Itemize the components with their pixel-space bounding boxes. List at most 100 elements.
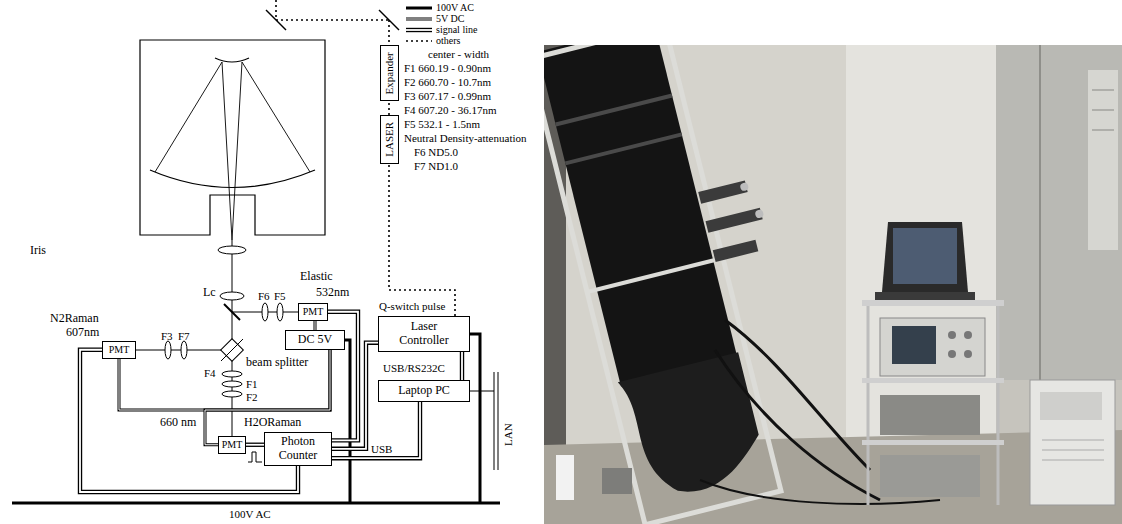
pc-box: Laptop PC: [378, 380, 470, 402]
telescope-tube: [544, 45, 737, 387]
connector-line: [314, 321, 317, 331]
legend-sample: [406, 41, 432, 42]
beam-path: [275, 0, 277, 19]
ac-line: [345, 340, 350, 503]
cart-leg: [997, 300, 1000, 505]
connector-label: USB/RS232C: [382, 362, 446, 375]
pulse-symbol: [248, 452, 262, 462]
bottle: [556, 455, 574, 500]
part-name: Lc: [203, 286, 216, 300]
connector-line: [389, 164, 455, 316]
beam-path: [388, 20, 390, 44]
controller-box: Laser Controller: [378, 316, 470, 352]
connector: [205, 350, 330, 445]
legend-line-core: [406, 29, 432, 31]
expander-box: Expander: [380, 45, 399, 101]
beam-path: [276, 19, 389, 21]
connector-label: USB: [370, 443, 393, 456]
box-label: Expander: [383, 52, 396, 94]
filter: [165, 341, 171, 359]
photo: [544, 45, 1122, 524]
knob: [739, 182, 749, 192]
connector-line: [332, 402, 420, 458]
filter-name: F2: [246, 391, 258, 404]
tube-band: [556, 96, 672, 125]
secondary-mirror: [215, 58, 249, 62]
mirror: [379, 10, 399, 30]
cart-shelf: [862, 378, 1004, 383]
box-label: PMT: [106, 344, 132, 356]
filter-name: F4: [204, 367, 216, 380]
ac-line: [470, 334, 480, 503]
connector: [119, 350, 330, 410]
legend-line: [406, 28, 432, 32]
vent: [1042, 440, 1104, 441]
table-heading: center - width: [428, 48, 489, 61]
lan-line: [470, 391, 494, 392]
filter: [222, 371, 242, 377]
legend-line: [406, 7, 432, 10]
device: [602, 468, 632, 494]
filter-name: F6: [258, 290, 270, 303]
connector: [389, 164, 455, 316]
laptop-display: [893, 228, 957, 284]
channel-name: H2ORaman: [244, 416, 301, 430]
frame-rail: [587, 258, 723, 292]
light-ray: [232, 62, 242, 240]
channel-name: Elastic: [300, 270, 333, 284]
connector-line-core: [332, 343, 378, 449]
box-label: PMT: [302, 306, 324, 318]
vent: [1042, 460, 1104, 461]
filter-spec: F2 660.70 - 10.7nm: [404, 76, 491, 89]
network-name: LAN: [502, 423, 515, 446]
knob: [964, 350, 972, 358]
primary-mirror: [150, 170, 315, 188]
connector: [389, 101, 390, 115]
black-cloth: [618, 352, 769, 503]
chiller: [1030, 380, 1115, 505]
filter-spec: F4 607.20 - 36.17nm: [404, 104, 497, 117]
filter: [277, 303, 283, 321]
legend-sample: [406, 8, 432, 9]
legend-text: 100V AC: [436, 2, 474, 14]
box-label: DC 5V: [290, 333, 340, 347]
power-box: DC 5V: [285, 330, 345, 350]
connector-line-core: [332, 402, 420, 458]
connector-line-core: [205, 350, 330, 445]
connector: [315, 321, 316, 331]
knob: [948, 350, 956, 358]
box-label: Photon Counter: [268, 435, 328, 463]
filter-spec: F1 660.19 - 0.90nm: [404, 62, 491, 75]
knob: [948, 331, 956, 339]
connector: [332, 343, 378, 449]
connector: [246, 444, 264, 445]
box-label: Laser Controller: [393, 320, 455, 348]
laptop-screen: [882, 222, 968, 292]
filter-name: F5: [274, 290, 286, 303]
filter-name: F1: [246, 378, 258, 391]
lan-line: [498, 372, 499, 470]
light-ray: [155, 62, 222, 172]
tube-band: [565, 134, 681, 163]
laser-box: LASER: [380, 115, 399, 164]
laptop-base: [875, 292, 975, 300]
filter: [222, 391, 242, 397]
filter-spec: F6 ND5.0: [414, 146, 458, 159]
instrument: [880, 455, 980, 497]
filter-name: F7: [178, 330, 190, 343]
frame: [544, 45, 781, 524]
filter: [262, 303, 268, 321]
cable: [715, 350, 880, 500]
iris-lens: [218, 246, 246, 254]
connector-line: [246, 443, 264, 447]
detector: [698, 180, 747, 203]
mirror: [266, 10, 286, 30]
connector-line: [460, 352, 464, 380]
filter-spec: F7 ND1.0: [414, 160, 458, 173]
cart-leg: [867, 300, 870, 505]
knob: [754, 209, 764, 219]
